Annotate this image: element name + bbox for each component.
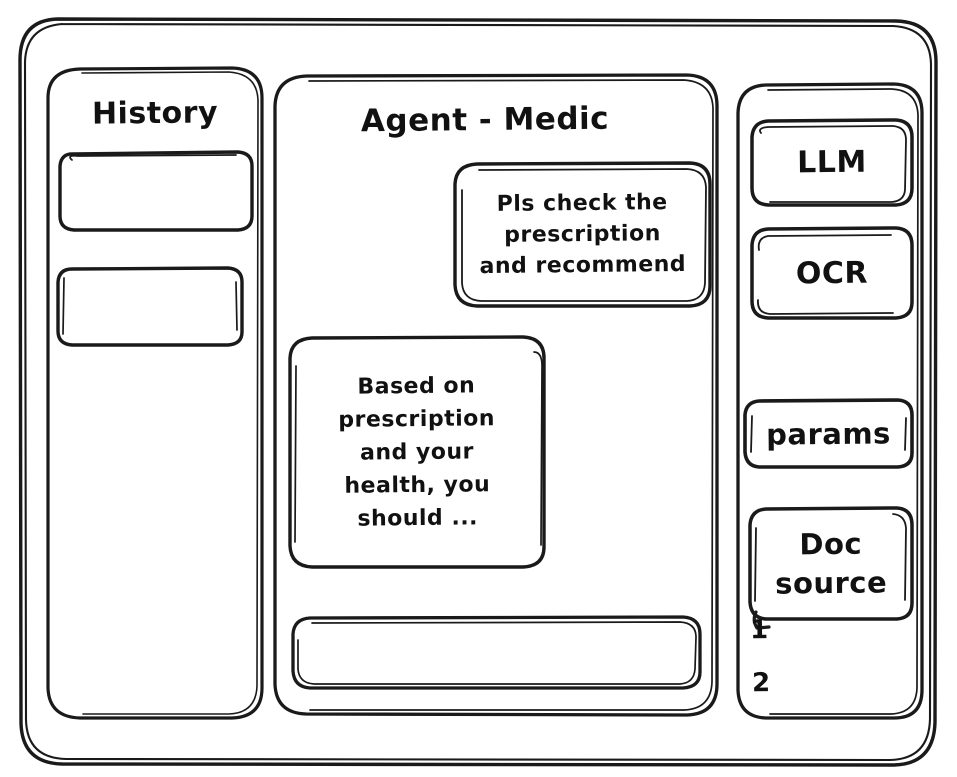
history-panel-title: History <box>91 94 219 132</box>
message-line: and your <box>359 438 475 466</box>
message-line: prescription <box>504 221 661 248</box>
doc-source-label-line: Doc <box>799 526 863 562</box>
page-title: Agent - Medic <box>360 100 610 140</box>
message-line: health, you <box>344 471 491 499</box>
assistant-message-bubble: Based on prescription and your health, y… <box>289 336 545 569</box>
message-line: Pls check the <box>496 189 668 217</box>
doc-source-label-line: source <box>775 565 888 601</box>
tool-button-doc-source[interactable]: Doc source <box>749 507 912 621</box>
message-line: prescription <box>338 405 496 433</box>
tool-button-llm[interactable]: LLM <box>797 144 867 181</box>
message-line: and recommend <box>479 252 687 280</box>
tool-button-params[interactable]: params <box>765 415 892 452</box>
message-input[interactable] <box>293 617 700 688</box>
history-list-item[interactable] <box>60 152 252 230</box>
doc-source-list-item[interactable]: 2 <box>751 668 771 699</box>
tool-button-ocr[interactable]: OCR <box>795 255 869 291</box>
message-line: Based on <box>357 372 476 400</box>
history-list-item[interactable] <box>58 268 242 345</box>
user-message-bubble: Pls check the prescription and recommend <box>454 162 710 308</box>
doc-source-list-item[interactable]: 1 <box>749 615 769 646</box>
message-line: should ... <box>357 504 479 532</box>
